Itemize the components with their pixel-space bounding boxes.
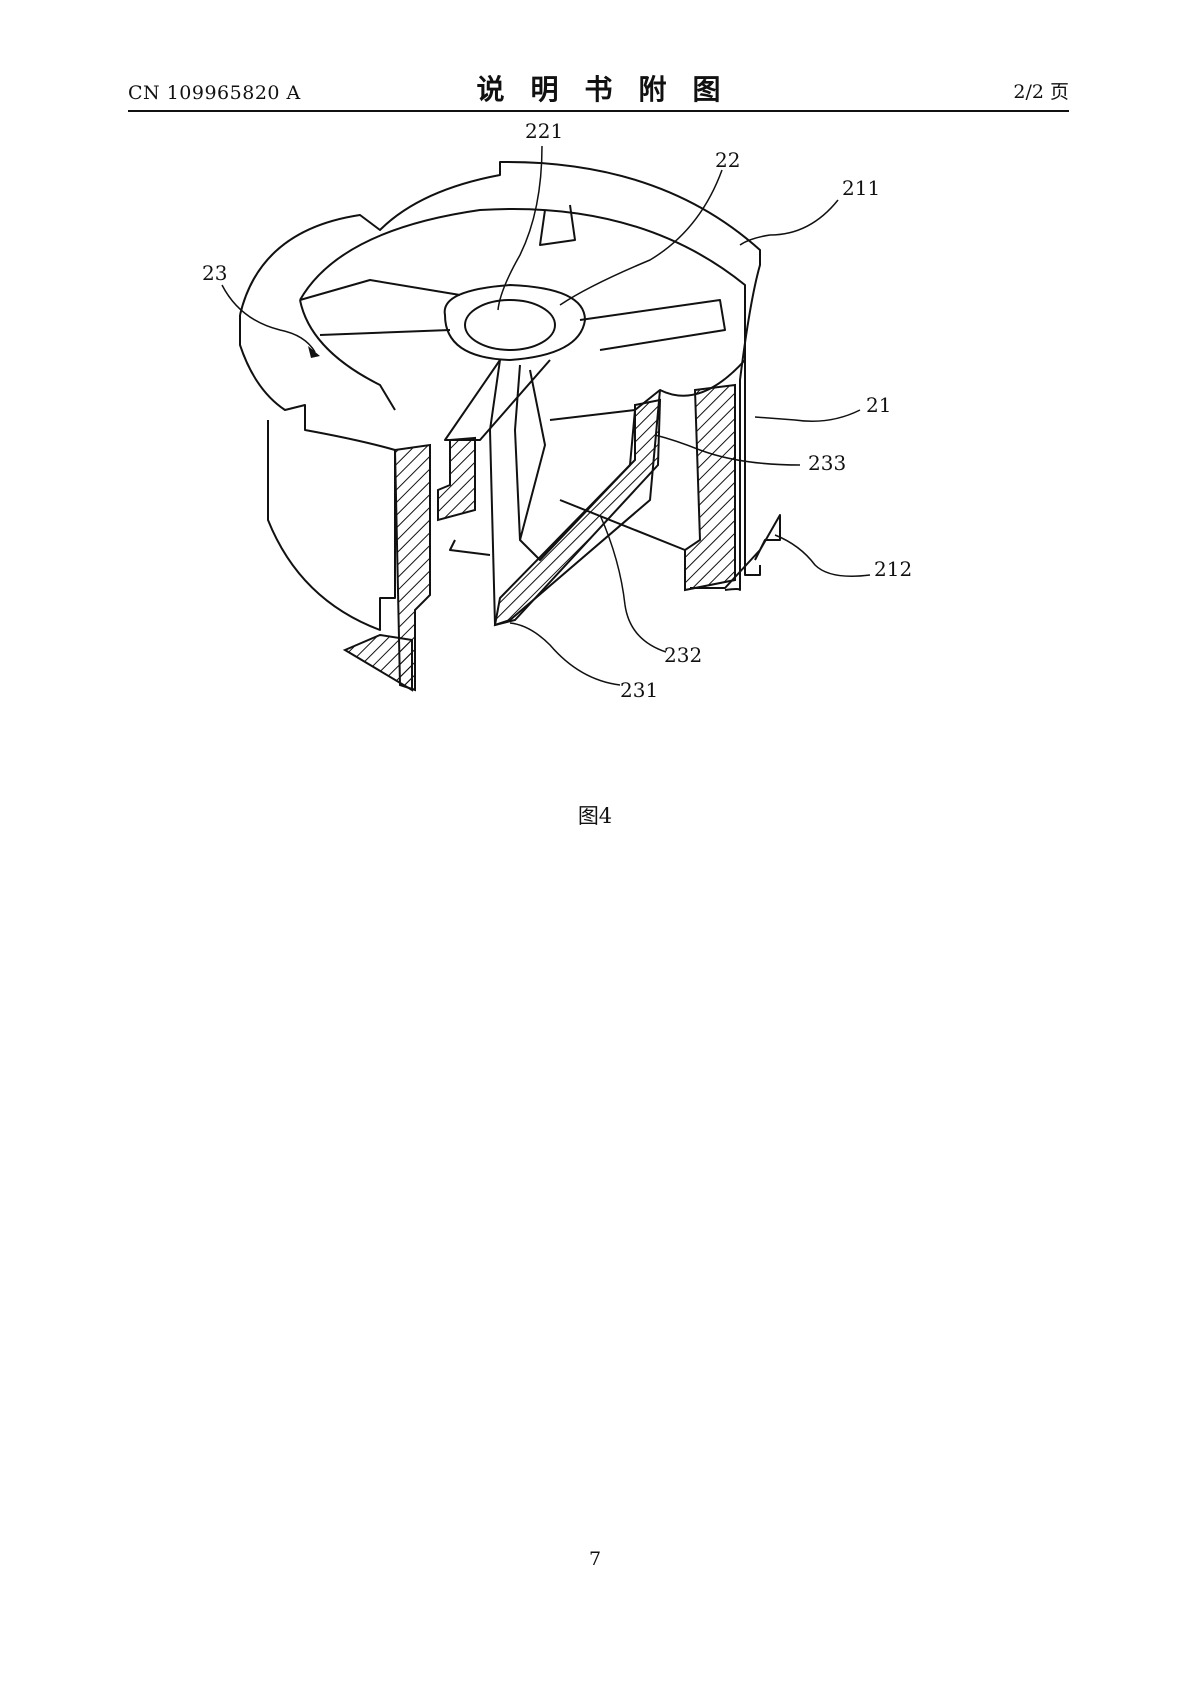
patent-drawing: 221 22 211 23 21 233 212 232 231 (180, 120, 1000, 760)
spoke-right (579, 299, 726, 351)
label-233: 233 (808, 451, 846, 475)
label-231: 231 (620, 678, 658, 702)
cut-blade (493, 398, 662, 627)
inner-ring-front (299, 299, 396, 411)
rim-front-edge (239, 315, 396, 451)
cut-left-wall (393, 443, 431, 692)
inner-ring (299, 207, 746, 397)
spoke-upper (539, 204, 576, 246)
page-number: 7 (588, 1548, 602, 1570)
leader-22 (559, 169, 723, 306)
hub-outer (443, 284, 586, 361)
spoke-left-lower (319, 329, 451, 336)
label-21: 21 (866, 393, 891, 417)
label-221: 221 (525, 120, 563, 143)
leader-233 (654, 434, 801, 466)
right-outer-wall (744, 285, 761, 576)
leader-221 (497, 145, 543, 311)
bottom-right-ledge (690, 514, 781, 589)
outer-rim (239, 160, 761, 591)
arrow-23 (308, 346, 320, 358)
label-23: 23 (202, 261, 227, 285)
page-counter: 2/2 页 (1013, 81, 1069, 103)
leader-232 (599, 514, 667, 653)
figure-caption: 图4 (577, 804, 613, 828)
header-title: 说明书附图 (476, 73, 747, 106)
label-22: 22 (715, 148, 740, 172)
page-header: CN 109965820 A 说明书附图 2/2 页 (128, 68, 1069, 112)
label-212: 212 (874, 557, 912, 581)
cut-left-inner (437, 436, 476, 522)
hub (464, 299, 556, 351)
blade-inner (514, 364, 546, 541)
label-211: 211 (842, 176, 880, 200)
cross-section-drawing: 221 22 211 23 21 233 212 232 231 (202, 120, 912, 702)
leader-231 (509, 622, 621, 686)
label-232: 232 (664, 643, 702, 667)
cut-right-wall (684, 383, 736, 592)
leader-23 (221, 284, 316, 353)
left-outer-wall (267, 420, 396, 631)
publication-number: CN 109965820 A (128, 82, 301, 104)
leader-212 (774, 534, 871, 577)
spoke-left-upper (299, 279, 461, 301)
header-rule (128, 110, 1069, 112)
leader-211 (739, 199, 839, 246)
cut-left-foot (342, 633, 413, 692)
leader-21 (754, 409, 861, 422)
